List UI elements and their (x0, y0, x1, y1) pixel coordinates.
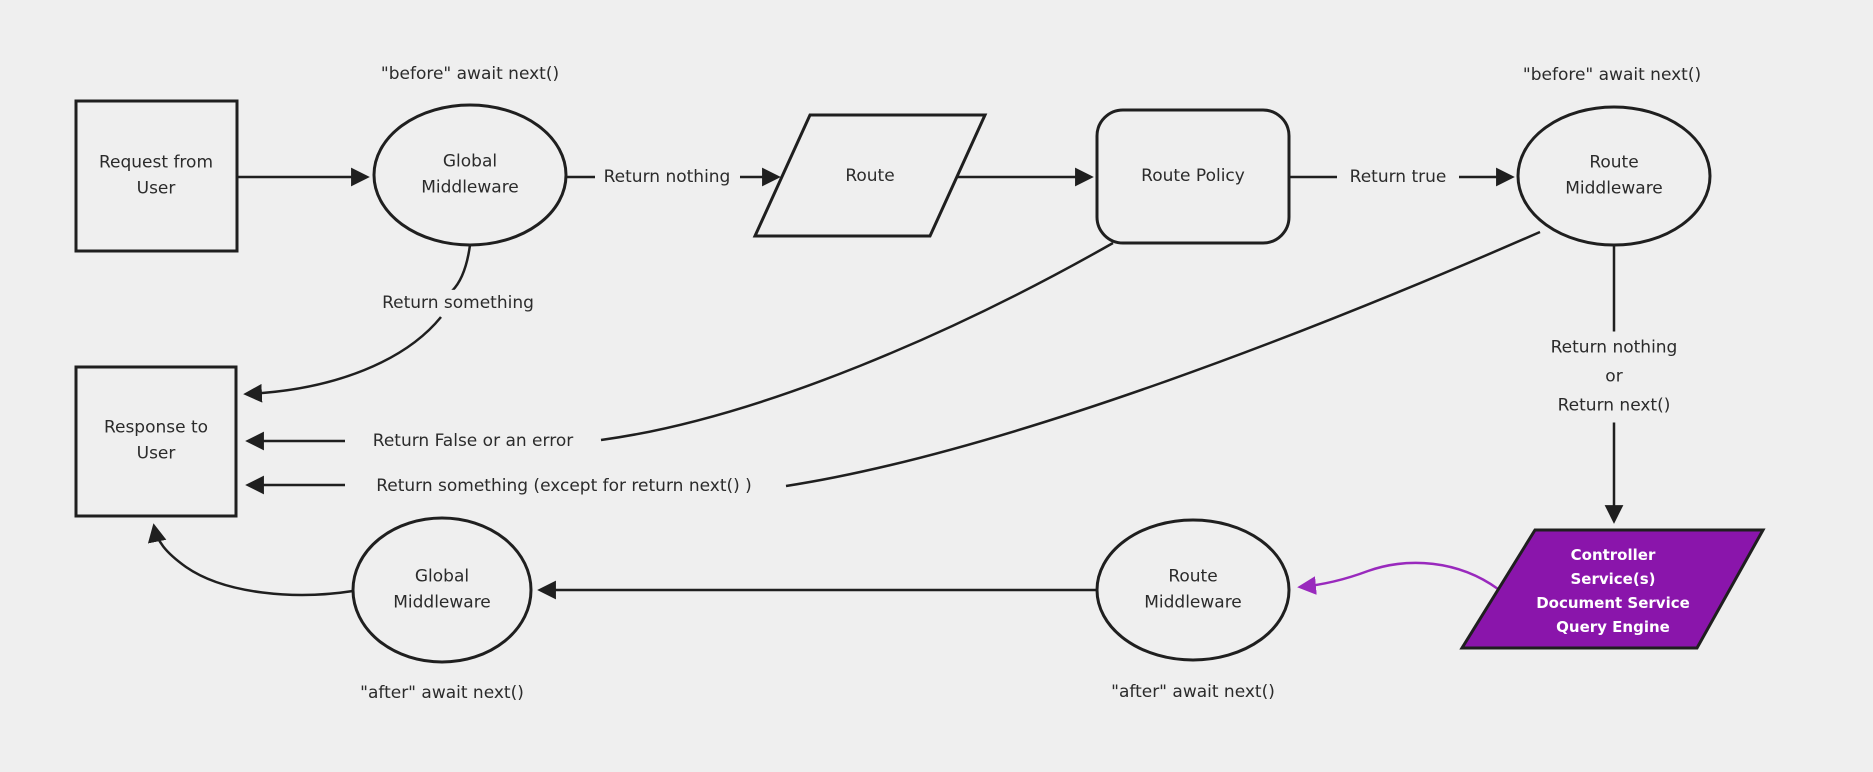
edge-global-return-something-lower (243, 316, 442, 403)
route-parallelogram-shape (752, 113, 988, 238)
route-policy-shape (1095, 108, 1291, 245)
global-middleware-bottom-shape (351, 516, 533, 664)
edge-global-bottom-to-response (147, 523, 354, 597)
edge-route-policy-return-false-curve (600, 241, 1114, 442)
edge-route-middleware-return-something-curve (785, 230, 1541, 488)
edge-global-return-something-upper (451, 244, 472, 292)
global-middleware-top-shape (372, 103, 568, 247)
route-middleware-bottom-shape (1095, 518, 1291, 662)
route-middleware-top-shape (1516, 105, 1712, 247)
request-box-shape (74, 99, 239, 253)
response-box-shape (74, 365, 238, 518)
edge-controller-to-route-middleware-bottom (1297, 561, 1499, 595)
controller-parallelogram-shape (1459, 528, 1766, 650)
